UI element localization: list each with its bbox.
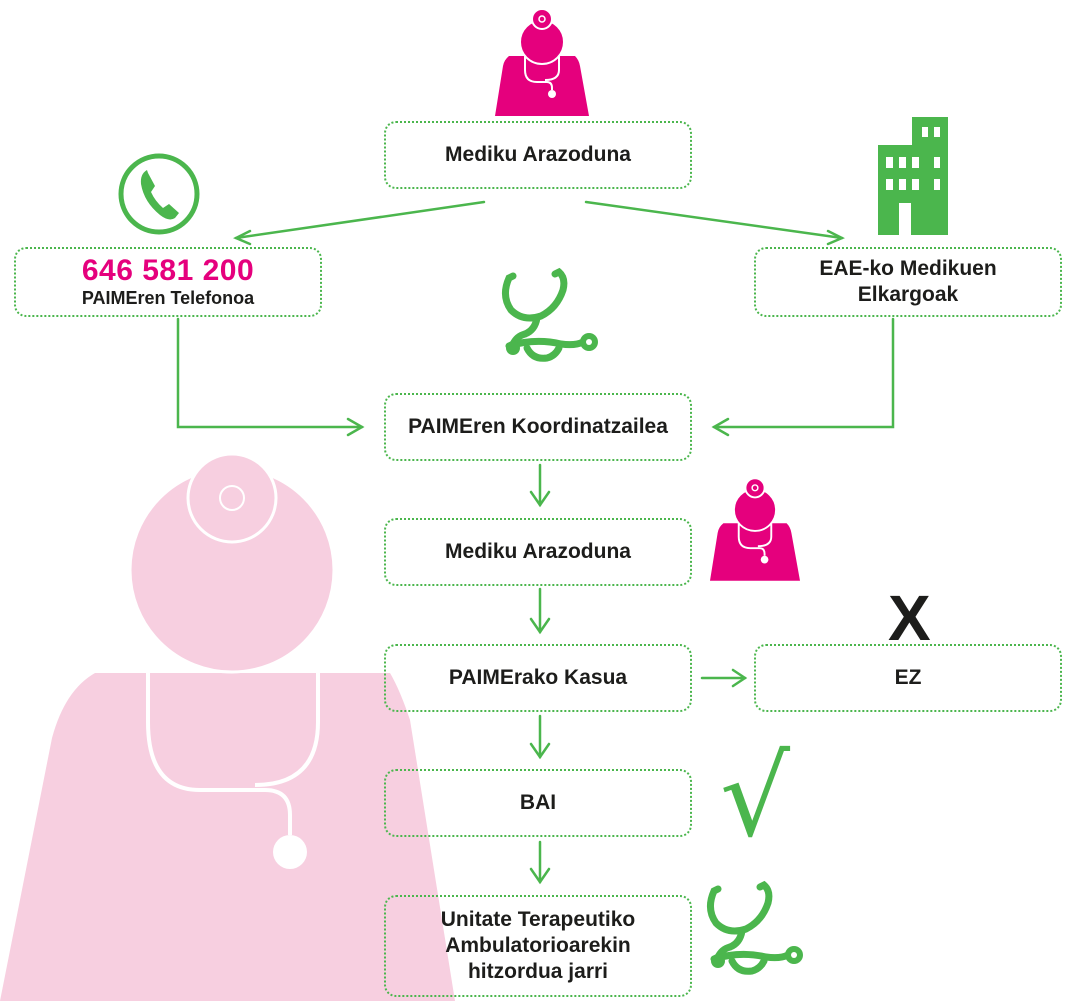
node-colleges: EAE-ko Medikuen Elkargoak [754,247,1062,317]
node-yes: BAI [384,769,692,837]
doctor-icon [495,8,589,116]
check-icon: √ [720,733,791,861]
node-no: EZ [754,644,1062,712]
building-icon [878,117,948,235]
phone-label: PAIMEren Telefonoa [81,288,255,309]
node-case: PAIMErako Kasua [384,644,692,712]
node-appointment-line3: hitzordua jarri [467,960,609,984]
node-doctor2: Mediku Arazoduna [384,518,692,586]
doctor-icon [710,477,800,581]
node-appointment: Unitate Terapeutiko Ambulatorioarekin hi… [384,895,692,997]
phone-icon [118,153,200,235]
phone-number: 646 581 200 [81,254,255,288]
node-yes-label: BAI [519,790,557,814]
stethoscope-icon [502,267,598,362]
node-colleges-line2: Elkargoak [857,283,959,306]
node-appointment-line1: Unitate Terapeutiko [440,907,636,931]
node-case-label: PAIMErako Kasua [448,665,628,689]
node-coordinator: PAIMEren Koordinatzailea [384,393,692,461]
node-colleges-line1: EAE-ko Medikuen [819,256,997,280]
x-icon: X [888,582,931,654]
node-appointment-line2: Ambulatorioarekin [445,933,631,957]
node-coordinator-label: PAIMEren Koordinatzailea [408,414,668,438]
node-top-doctor-label: Mediku Arazoduna [445,142,631,166]
stethoscope-icon [707,880,803,975]
node-no-label: EZ [894,665,922,689]
node-doctor2-label: Mediku Arazoduna [445,539,631,563]
node-phone: 646 581 200 PAIMEren Telefonoa [14,247,322,317]
node-top-doctor: Mediku Arazoduna [384,121,692,189]
